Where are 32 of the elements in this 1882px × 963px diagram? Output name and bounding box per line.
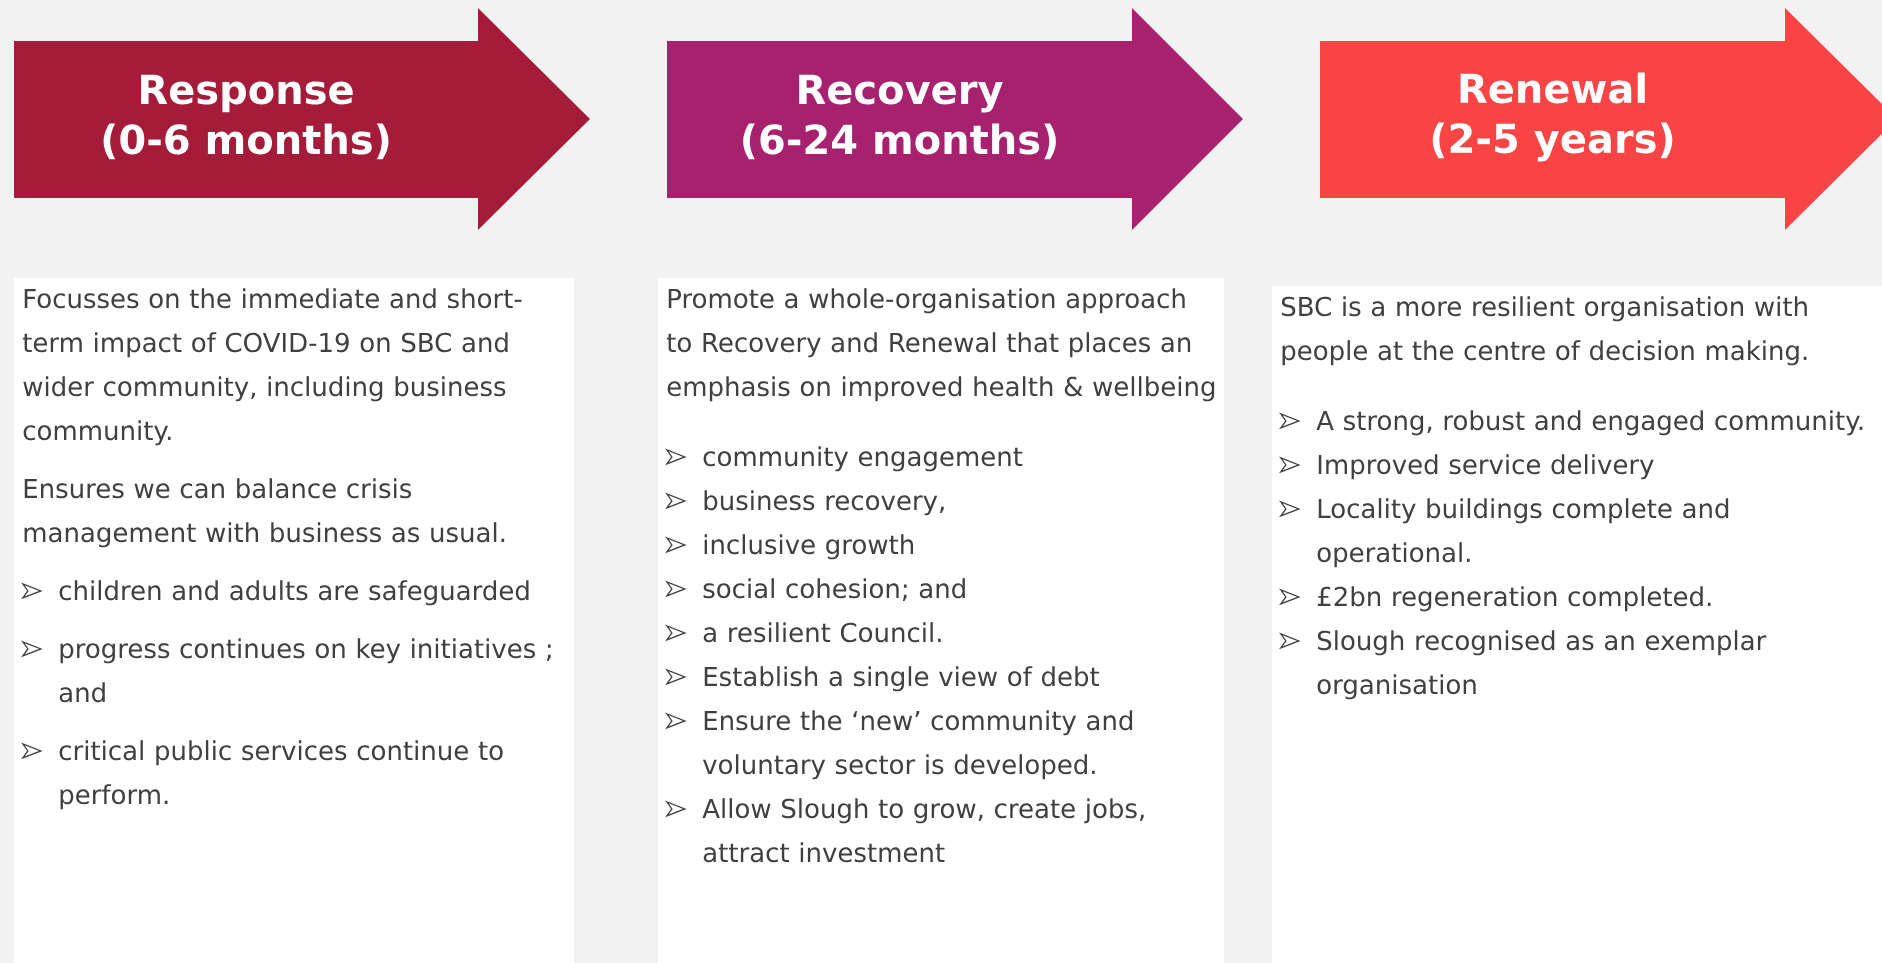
bullet-item: progress continues on key initiatives ; and xyxy=(59,638,551,703)
bullet-item: Establish a single view of debt xyxy=(704,666,1100,692)
heading-text: Recovery xyxy=(799,74,1003,113)
heading-text: (0-6 months) xyxy=(103,123,389,160)
bullet-item: children and adults are safeguarded xyxy=(59,580,529,606)
arrow-banner xyxy=(14,8,590,230)
bullet-item: Slough recognised as an exemplar organisation xyxy=(1317,630,1767,700)
bullet-item: inclusive growth xyxy=(704,534,914,560)
arrow-banner xyxy=(1320,8,1882,230)
bullet-item: business recovery, xyxy=(704,490,944,516)
bullet-item: a resilient Council. xyxy=(703,622,941,643)
bullet-item: Locality buildings complete and operational. xyxy=(1317,498,1729,568)
heading-text: (2-5 years) xyxy=(1432,122,1673,162)
bullet-item: community engagement xyxy=(703,446,1023,472)
bullet-item: £2bn regeneration completed. xyxy=(1317,586,1711,612)
paragraph: Ensures we can balance crisis management with business as usual. xyxy=(24,478,505,548)
paragraph: Promote a whole-organisation approach to Recovery and Renewal that places an emphasis on improved health & wellbeing xyxy=(666,288,1215,402)
bullet-item: Ensure the ‘new’ community and voluntary sector is developed. xyxy=(703,710,1133,780)
paragraph: Focusses on the immediate and short-term impact of COVID-19 on SBC and wider community, including business community. xyxy=(22,288,522,446)
text-panel xyxy=(1272,286,1882,963)
text-panel xyxy=(658,278,1224,963)
bullet-item: Improved service delivery xyxy=(1318,454,1654,480)
heading-text: Response xyxy=(141,74,353,113)
bullet-item: critical public services continue to perform. xyxy=(59,740,503,810)
bullet-item: social cohesion; and xyxy=(703,578,965,601)
text-panel xyxy=(14,278,574,963)
heading-text: Renewal xyxy=(1460,72,1645,104)
paragraph: SBC is a more resilient organisation with people at the centre of decision making. xyxy=(1281,296,1807,366)
bullet-item: A strong, robust and engaged community. xyxy=(1316,410,1863,436)
heading-text: (6-24 months) xyxy=(743,123,1056,160)
bullet-item: Allow Slough to grow, create jobs, attract investment xyxy=(702,798,1144,863)
arrow-banner xyxy=(667,8,1243,230)
